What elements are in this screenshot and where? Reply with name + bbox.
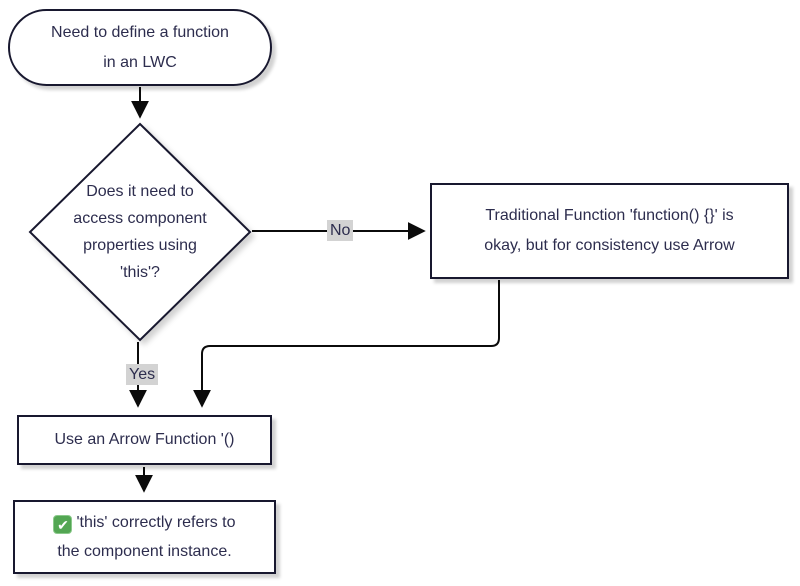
edge-label-no: No bbox=[327, 220, 354, 241]
node-start: Need to define a function in an LWC bbox=[8, 9, 272, 86]
node-result-line1-text: 'this' correctly refers to bbox=[76, 514, 236, 531]
node-result: ✔'this' correctly refers to the componen… bbox=[13, 500, 276, 574]
check-icon: ✔ bbox=[53, 515, 73, 534]
node-result-line2: the component instance. bbox=[57, 543, 232, 560]
node-decision-line1: Does it need to bbox=[86, 183, 194, 200]
node-result-line1: ✔'this' correctly refers to bbox=[53, 508, 236, 537]
node-decision-line3: properties using bbox=[83, 237, 197, 254]
node-decision-line2: access component bbox=[73, 210, 207, 227]
node-traditional-line2: okay, but for consistency use Arrow bbox=[484, 237, 735, 254]
node-arrow-function-line1: Use an Arrow Function '() bbox=[54, 431, 235, 448]
node-arrow-function: Use an Arrow Function '() bbox=[17, 415, 272, 465]
node-decision-line4: 'this'? bbox=[120, 264, 160, 281]
node-traditional-function: Traditional Function 'function() {}' is … bbox=[430, 183, 789, 279]
edge-traditional-loopback bbox=[193, 280, 500, 408]
node-decision: Does it need to access component propert… bbox=[28, 122, 252, 342]
decision-diamond-shape bbox=[28, 122, 252, 342]
node-traditional-line1: Traditional Function 'function() {}' is bbox=[485, 207, 734, 224]
node-start-line1: Need to define a function bbox=[51, 23, 229, 41]
node-decision-text: Does it need to access component propert… bbox=[28, 122, 252, 342]
edge-label-yes: Yes bbox=[126, 364, 159, 385]
node-start-line2: in an LWC bbox=[103, 53, 177, 71]
